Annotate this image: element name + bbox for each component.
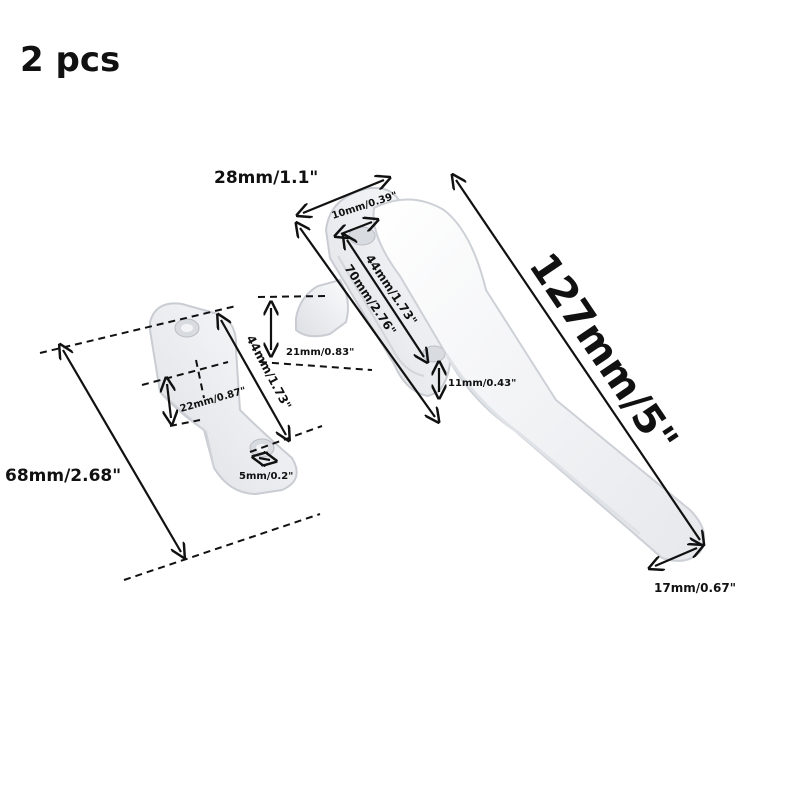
dimension-arrows bbox=[63, 180, 700, 566]
keeper-hole-arrow bbox=[221, 320, 286, 435]
quantity-title: 2 pcs bbox=[20, 40, 120, 80]
lever-width-label: 17mm/0.67" bbox=[654, 581, 736, 595]
catch-height-label: 21mm/0.83" bbox=[286, 347, 354, 358]
base-depth-label: 11mm/0.43" bbox=[448, 378, 516, 389]
keeper-length-label: 68mm/2.68" bbox=[5, 466, 121, 486]
keeper-length-arrow bbox=[63, 350, 181, 552]
base-width-label: 28mm/1.1" bbox=[214, 168, 318, 188]
keeper-step-arrow bbox=[167, 384, 171, 418]
lever-width-arrow bbox=[655, 548, 697, 566]
screw-hole-arrow bbox=[259, 458, 270, 460]
length-arrow bbox=[456, 180, 700, 540]
handle-base-arrow bbox=[300, 228, 435, 417]
base-width-arrow bbox=[303, 180, 384, 213]
screw-hole-label: 5mm/0.2" bbox=[239, 471, 293, 482]
